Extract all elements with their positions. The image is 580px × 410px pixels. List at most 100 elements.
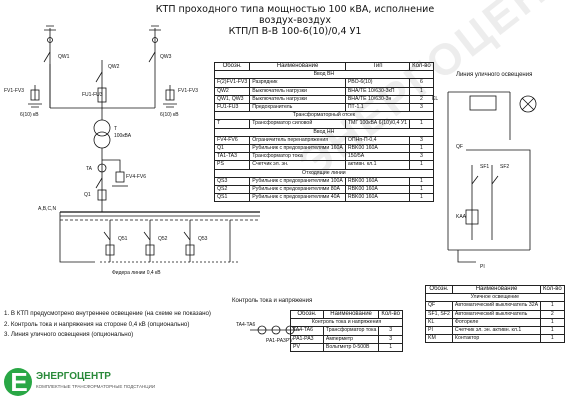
qw3-label: QW3 [160, 54, 172, 60]
cell-name: Трансформатор тока [249, 152, 346, 162]
fu-mid-label: FU1-FU3 [82, 92, 103, 98]
qw1-switch-blade [43, 51, 51, 63]
table-section-row: Контроль тока и напряжения [290, 318, 403, 328]
cell-pos: PV [290, 342, 324, 353]
cell-pos: FU1-FU3 [213, 103, 251, 113]
cell-pos: PA1-PA3 [290, 334, 324, 344]
cell-name: Контактор [451, 334, 542, 344]
section-title: Отходящие линии [214, 168, 434, 178]
cell-qty: 1 [409, 176, 434, 187]
fv-left-label: FV1-FV3 [4, 88, 24, 94]
cell-name: Трансформатор тока [322, 326, 380, 336]
ta4-ct [257, 325, 267, 335]
cell-pos: KM [425, 334, 453, 344]
table-section-row: Трансформаторный отсек [214, 111, 434, 121]
light-spec-header-qty: Кол-во [540, 284, 565, 295]
note-3: 3. Линия уличного освещения (опционально… [4, 331, 134, 338]
qw1-label: QW1 [58, 54, 70, 60]
ta-control-label: TA4-TA6 [236, 322, 255, 328]
notes: 1. В КТП предусмотрено внутреннее освеще… [4, 309, 211, 341]
cell-qty: 1 [540, 317, 565, 328]
cell-pos: PI [425, 326, 453, 336]
cell-name: Выключатель нагрузки [249, 94, 346, 105]
fider2-label: Q52 [158, 236, 168, 242]
control-spec-table: Обозн. Наименование Кол-во Контроль тока… [290, 309, 403, 353]
load-label: Фидера линии 0,4 кВ [112, 270, 161, 276]
cell-qty: 3 [409, 135, 434, 146]
cell-qty: 1 [409, 86, 434, 96]
kl-photorelay [469, 95, 497, 111]
cell-qty: 2 [540, 309, 565, 319]
fider1-label: Q51 [118, 236, 128, 242]
cell-name: Ограничитель перенапряжения [249, 135, 346, 146]
cell-qty: 2 [409, 94, 434, 105]
cell-qty: 6 [409, 78, 434, 88]
cell-name: Фотореле [451, 317, 542, 328]
cell-name: Счетчик эл. эн. активн. кл.1 [451, 326, 542, 336]
qw2-switch-blade [95, 71, 103, 83]
cell-pos: QW1, QW3 [213, 94, 251, 105]
cell-name: Разрядник [249, 78, 346, 88]
cell-type: RBK00 160A [344, 185, 411, 195]
street-light-title: Линия уличного освещения [456, 72, 532, 78]
cable-right-label: 6(10) кВ [160, 112, 179, 118]
q1-fuse [97, 189, 107, 201]
cell-qty: 1 [409, 193, 434, 203]
main-spec-header-pos: Обозн. [213, 61, 251, 72]
cell-name: Рубильник с предохранителями 160А [249, 144, 346, 154]
q1-switch-blade [95, 177, 103, 189]
q1-label: Q1 [84, 192, 91, 198]
table-section-row: Отходящие линии [214, 168, 434, 178]
light-spec-header-name: Наименование [451, 284, 542, 295]
cell-pos: QF [425, 301, 453, 311]
cell-type: ПТ-1.1 [344, 103, 411, 113]
cell-name: Предохранитель [249, 103, 346, 113]
t-power-label: 100кВА [114, 133, 132, 139]
light-spec-header-pos: Обозн. [425, 284, 453, 295]
control-spec-header-name: Наименование [322, 309, 380, 320]
title-line-2: КТП/П В-В 100-6(10)/0,4 У1 [228, 26, 362, 37]
pi-label: PI [480, 264, 485, 270]
table-section-row: Ввод НН [214, 127, 434, 137]
fu-mid-fuse [97, 87, 107, 103]
cell-type: РВО-6(10) [344, 78, 411, 88]
cell-type: ТМГ 100кВА 6(10)/0,4 У1 [344, 119, 411, 129]
logo-letter: Е [10, 367, 28, 397]
table-section-row: Уличное освещение [425, 293, 565, 303]
cell-pos: Q1 [213, 144, 251, 154]
logo-circle [4, 368, 32, 396]
lamp-symbol [519, 95, 537, 113]
cell-qty: 3 [378, 334, 403, 344]
fv-right-label: FV1-FV3 [178, 88, 198, 94]
feeder-2 [143, 220, 155, 262]
cell-name: Амперметр [322, 334, 380, 344]
cell-pos: T [213, 119, 251, 129]
cell-qty: 3 [409, 152, 434, 162]
ta-label: TA [86, 166, 93, 172]
cell-qty: 1 [540, 326, 565, 336]
pa-ammeter [271, 325, 281, 335]
sf2-label: SF2 [500, 164, 509, 170]
control-title: Контроль тока и напряжения [232, 298, 312, 304]
control-spec-header-qty: Кол-во [378, 309, 403, 320]
cell-pos: QW2 [213, 86, 251, 96]
feeder-1 [103, 220, 115, 262]
cell-type: RBK00 160A [344, 176, 411, 187]
fider3-label: Q53 [198, 236, 208, 242]
main-spec-header-qty: Кол-во [409, 61, 434, 72]
cell-qty: 1 [540, 334, 565, 344]
cell-pos: PS [213, 160, 251, 170]
fv4-label: FV4-FV6 [126, 174, 146, 180]
title-line-1: КТП проходного типа мощностью 100 кВА, и… [155, 4, 435, 26]
